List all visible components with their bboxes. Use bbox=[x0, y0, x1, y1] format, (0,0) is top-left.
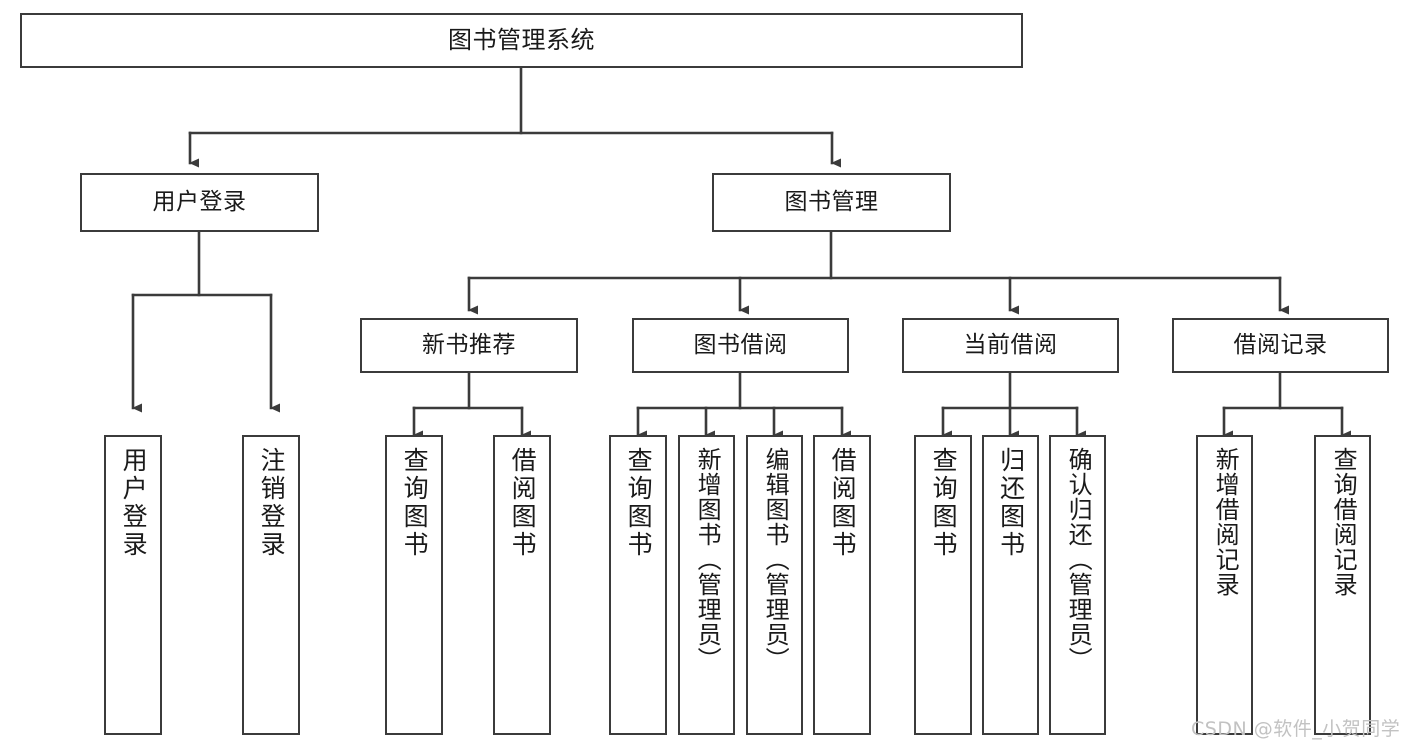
node-borrow-record[interactable]: 借阅记录 bbox=[1172, 318, 1389, 373]
node-leaf-borrow-book-1-label: 借阅图书 bbox=[508, 447, 538, 559]
node-user-login[interactable]: 用户登录 bbox=[80, 173, 319, 232]
node-leaf-add-record[interactable]: 新增借阅记录 bbox=[1196, 435, 1253, 735]
node-borrow-record-label: 借阅记录 bbox=[1233, 332, 1328, 359]
node-leaf-edit-book-label: 编辑图书（管理员） bbox=[761, 447, 790, 672]
node-leaf-query-book-2[interactable]: 查询图书 bbox=[609, 435, 667, 735]
node-leaf-user-login-label: 用户登录 bbox=[119, 447, 149, 559]
node-book-borrow[interactable]: 图书借阅 bbox=[632, 318, 849, 373]
node-leaf-confirm-return-label: 确认归还（管理员） bbox=[1064, 447, 1093, 672]
node-leaf-confirm-return[interactable]: 确认归还（管理员） bbox=[1049, 435, 1106, 735]
node-leaf-query-book-3[interactable]: 查询图书 bbox=[914, 435, 972, 735]
node-root-label: 图书管理系统 bbox=[448, 25, 595, 54]
node-leaf-edit-book[interactable]: 编辑图书（管理员） bbox=[746, 435, 803, 735]
node-new-book-recommend[interactable]: 新书推荐 bbox=[360, 318, 578, 373]
node-current-borrow-label: 当前借阅 bbox=[963, 332, 1058, 359]
node-leaf-add-record-label: 新增借阅记录 bbox=[1211, 447, 1240, 597]
node-leaf-query-book-3-label: 查询图书 bbox=[929, 447, 959, 559]
node-leaf-borrow-book-1[interactable]: 借阅图书 bbox=[493, 435, 551, 735]
node-leaf-query-record[interactable]: 查询借阅记录 bbox=[1314, 435, 1371, 735]
node-root[interactable]: 图书管理系统 bbox=[20, 13, 1023, 68]
node-leaf-borrow-book-2[interactable]: 借阅图书 bbox=[813, 435, 871, 735]
node-user-login-label: 用户登录 bbox=[152, 189, 247, 216]
node-leaf-return-book[interactable]: 归还图书 bbox=[982, 435, 1039, 735]
node-leaf-add-book-label: 新增图书（管理员） bbox=[693, 447, 722, 672]
csdn-watermark: CSDN @软件_小贺同学 bbox=[1191, 718, 1401, 740]
node-leaf-query-book-1[interactable]: 查询图书 bbox=[385, 435, 443, 735]
node-current-borrow[interactable]: 当前借阅 bbox=[902, 318, 1119, 373]
node-leaf-return-book-label: 归还图书 bbox=[996, 447, 1026, 559]
node-book-management-label: 图书管理 bbox=[784, 189, 879, 216]
node-book-borrow-label: 图书借阅 bbox=[693, 332, 788, 359]
node-leaf-borrow-book-2-label: 借阅图书 bbox=[828, 447, 858, 559]
node-new-book-recommend-label: 新书推荐 bbox=[422, 332, 516, 359]
node-leaf-query-record-label: 查询借阅记录 bbox=[1329, 447, 1358, 597]
node-leaf-query-book-1-label: 查询图书 bbox=[400, 447, 430, 559]
node-leaf-query-book-2-label: 查询图书 bbox=[624, 447, 654, 559]
node-leaf-logout-login-label: 注销登录 bbox=[257, 447, 287, 559]
node-leaf-user-login[interactable]: 用户登录 bbox=[104, 435, 162, 735]
node-book-management[interactable]: 图书管理 bbox=[712, 173, 951, 232]
node-leaf-logout-login[interactable]: 注销登录 bbox=[242, 435, 300, 735]
node-leaf-add-book[interactable]: 新增图书（管理员） bbox=[678, 435, 735, 735]
